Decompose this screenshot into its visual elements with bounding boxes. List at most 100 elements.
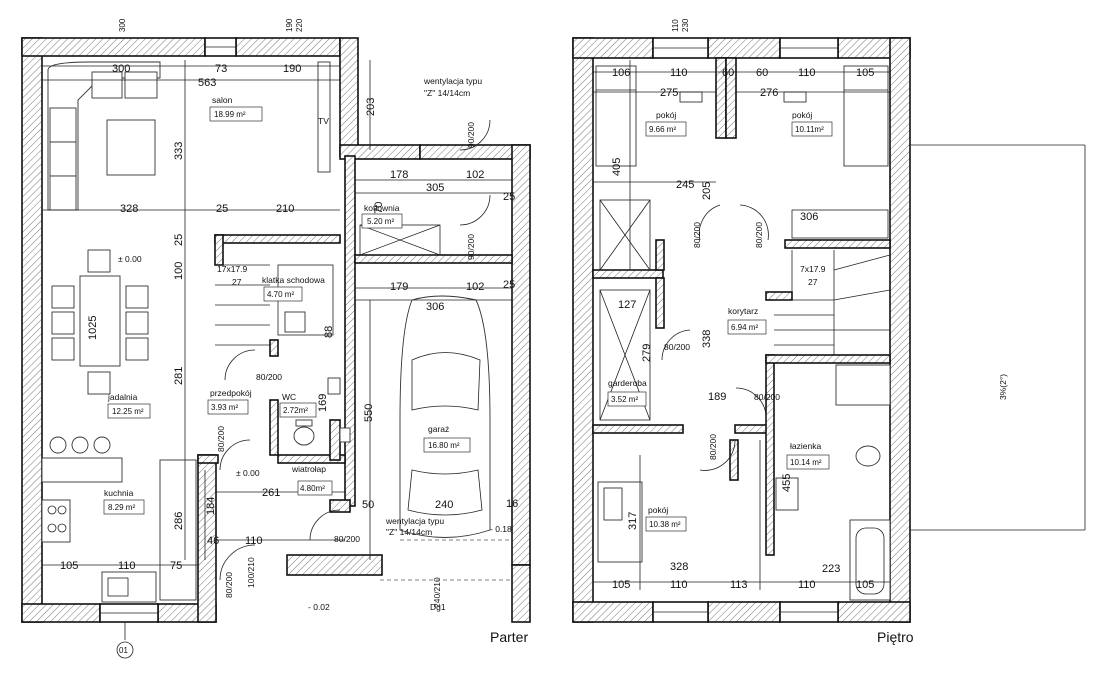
ground-annotations: ± 0.00 ± 0.00 - 0.02 - 0.18 17x17.9 27 w… [118,76,512,612]
upper-door-arcs [661,204,769,471]
dim-text: 102 [466,169,484,181]
room-area: 16.80 m² [428,441,460,450]
dim-text: 205 [701,182,713,200]
axis-marker: 01 [119,646,128,655]
dim-text: 245 [676,179,694,191]
upper-interior-walls [592,57,891,556]
ground-room-labels: salon 18.99 m² jadalnia 12.25 m² kuchnia… [103,95,471,515]
dim-text: 25 [216,203,228,215]
dim-text: 230 [681,18,690,32]
ventilation-note: "Z" 14/14cm [424,88,470,98]
room-area: 2.72m² [283,406,308,415]
room-name: pokój [656,110,676,120]
dim-text: 179 [390,281,408,293]
upper-windows [652,37,839,623]
dim-text: 275 [660,87,678,99]
door-spec: 80/200 [334,534,360,544]
door-spec: 90/200 [466,234,476,260]
door-spec: 90/200 [466,122,476,148]
dim-text: 306 [800,211,818,223]
dim-text: 203 [365,98,377,116]
door-spec: 240/210 [432,577,442,608]
room-name: jadalnia [107,392,138,402]
upper-floor-plan: 106 110 60 60 110 105 275 276 405 245 20… [572,18,1086,645]
room-area: 4.80m² [300,484,325,493]
ground-door-arcs [219,119,491,581]
upper-room-labels: pokój 9.66 m² pokój 10.11m² korytarz 6.9… [607,110,833,532]
room-area: 3.93 m² [211,403,238,412]
door-spec: 80/200 [754,392,780,402]
dim-text: 102 [466,281,484,293]
dim-text: 127 [618,299,636,311]
dim-text: 261 [262,487,280,499]
upper-outer-walls [572,37,911,623]
dim-text: 169 [317,394,329,412]
tv-label: TV [318,116,329,126]
dim-text: 338 [701,330,713,348]
ground-furniture: TV [41,61,512,603]
room-name: WC [282,392,296,402]
dim-text: 333 [173,142,185,160]
dim-text: 300 [112,63,130,75]
room-name: kuchnia [104,488,134,498]
dim-text: 25 [503,279,515,291]
stairs-spec: 17x17.9 [217,264,248,274]
upper-furniture [595,65,1086,601]
dim-text: 25 [503,191,515,203]
room-area: 12.25 m² [112,407,144,416]
dim-text: 305 [426,182,444,194]
door-spec: 80/200 [216,426,226,452]
stairs-spec: 27 [232,277,242,287]
room-area: 3.52 m² [611,395,638,404]
upper-dimension-lines [593,60,890,590]
ground-floor-plan: TV [21,18,531,659]
dim-text: 105 [60,560,78,572]
room-name: korytarz [728,306,758,316]
dim-text: 210 [276,203,294,215]
dim-text: 75 [170,560,182,572]
upper-floor-title: Piętro [877,629,914,645]
room-area: 10.38 m² [649,520,681,529]
roof-slope: 3%(2°) [998,374,1008,400]
door-tag: Dg1 [430,602,446,612]
room-area: 10.14 m² [790,458,822,467]
room-area: 18.99 m² [214,110,246,119]
dim-text: 73 [215,63,227,75]
dim-text: 184 [205,497,217,515]
dim-text: 16 [506,498,518,510]
dim-text: 276 [760,87,778,99]
stairs-spec: 7x17.9 [800,264,826,274]
dim-text: 240 [435,499,453,511]
room-area: 5.20 m² [367,217,394,226]
dim-text: 110 [670,67,688,79]
dim-text: 88 [323,326,335,338]
dim-text: 189 [708,391,726,403]
upper-annotations: 7x17.9 27 3%(2°) 80/200 80/200 80/200 80… [664,222,1008,460]
level-mark: ± 0.00 [118,254,142,264]
dim-text: 405 [611,158,623,176]
dim-text: 110 [798,579,816,591]
dim-text: 328 [670,561,688,573]
ground-dimensions: 300 73 190 563 203 333 328 25 210 25 100… [60,18,518,572]
dim-text: 563 [198,77,216,89]
dim-text: 550 [363,404,375,422]
dim-text: 46 [207,535,219,547]
dim-text: 105 [856,579,874,591]
dim-text: 60 [722,67,734,79]
dim-text: 60 [756,67,768,79]
room-area: 4.70 m² [267,290,294,299]
door-spec: 80/200 [754,222,764,248]
door-spec: 80/200 [664,342,690,352]
dim-text: 110 [798,67,816,79]
dim-text: 178 [390,169,408,181]
dim-text: 105 [856,67,874,79]
room-area: 8.29 m² [108,503,135,512]
dim-text: 279 [641,344,653,362]
dim-text: 110 [670,579,688,591]
dim-text: 25 [173,234,185,246]
dim-text: 113 [730,579,748,591]
dim-text: 306 [426,301,444,313]
room-name: klatka schodowa [262,275,325,285]
dim-text: 223 [822,563,840,575]
